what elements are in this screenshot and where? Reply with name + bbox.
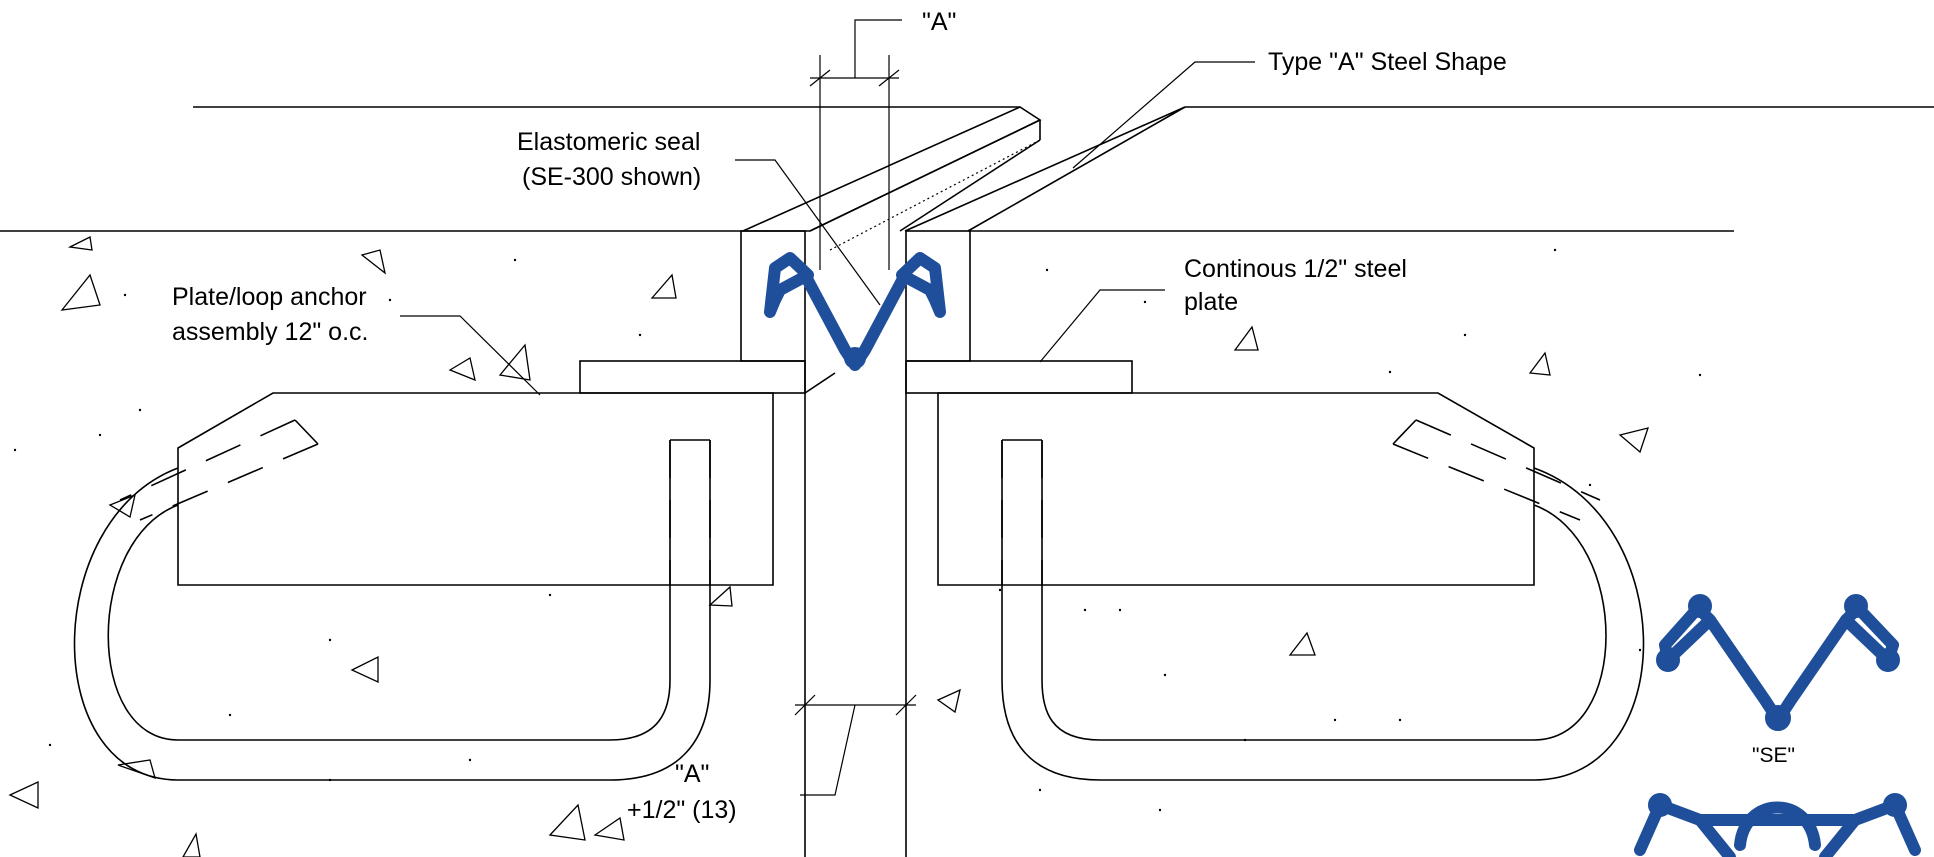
se-profile-detail: "SE" [1656,594,1900,767]
seal-label-1: Elastomeric seal [517,128,700,156]
dim-bottom-label-1: "A" [675,760,709,788]
callout-plate-anchor: Plate/loop anchor assembly 12" o.c. [172,283,541,396]
dim-top-label: "A" [922,8,956,36]
anchor-block-left [177,392,774,586]
elastomeric-seal [764,252,946,371]
steel-plate-left [579,360,806,394]
anchor-label-2: assembly 12" o.c. [172,318,368,346]
anchor-label-1: Plate/loop anchor [172,283,367,311]
callout-steel-shape: Type "A" Steel Shape [1072,48,1507,169]
joint-gap [804,362,907,857]
loop-anchor-right [1001,419,1645,781]
bottom-dimension: "A" +1/2" (13) [627,694,917,824]
concrete-dots [13,248,1702,812]
steel-plate-right [905,360,1133,394]
deck-surface-lines [0,106,1934,232]
steel-shape-label: Type "A" Steel Shape [1268,48,1507,76]
callout-steel-plate: Continous 1/2" steel plate [1039,255,1407,363]
plate-label-2: plate [1184,288,1238,316]
anchor-block-right [937,392,1535,586]
steel-shape-perspective [742,106,1186,251]
se-profile-label: "SE" [1752,744,1795,767]
plate-label-1: Continous 1/2" steel [1184,255,1407,283]
second-profile-detail [1634,793,1921,857]
top-dimension-a: "A" [809,8,956,270]
concrete-aggregate [8,236,1649,857]
callout-elastomeric-seal: Elastomeric seal (SE-300 shown) [517,128,881,306]
seal-label-2: (SE-300 shown) [522,163,701,191]
dim-bottom-label-2: +1/2" (13) [627,796,737,824]
loop-anchor-left [73,419,711,781]
